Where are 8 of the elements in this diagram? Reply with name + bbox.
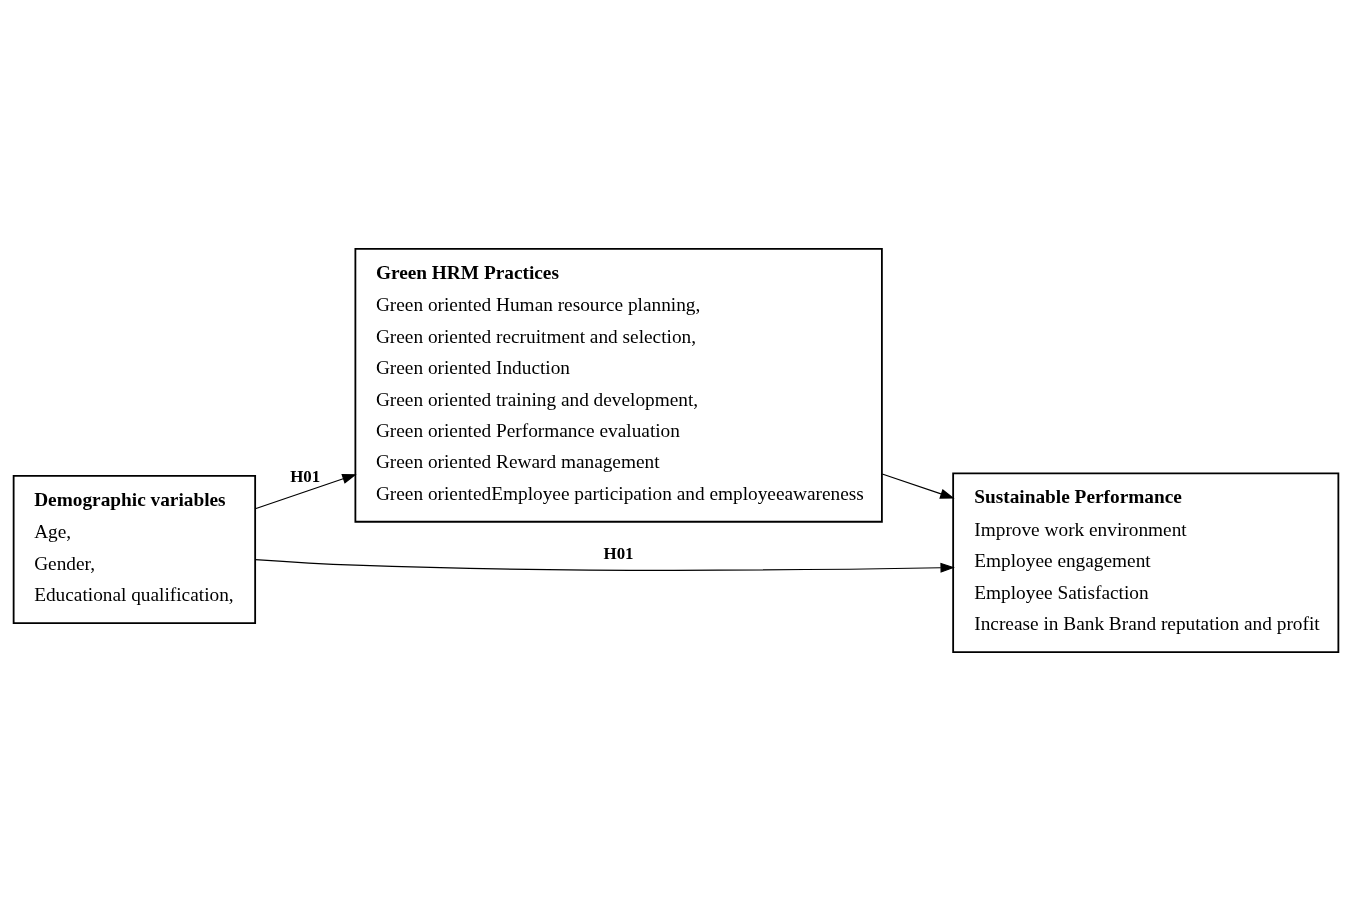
- arrow: [254, 473, 357, 509]
- node-box: Demographic variables Age, Gender, Educational qualification,: [12, 474, 257, 624]
- node-box: Green HRM Practices Green oriented Human resource planning, Green oriented recruitment and selection, Green oriented Induction Green oriented training and development, Green oriented Performance evaluation Green oriented Reward management Green orientedEmployee participation and employeeawareness: [354, 247, 883, 523]
- edge-label: H01: [603, 543, 634, 563]
- arrow: [881, 472, 955, 499]
- node-box: Sustainable Performance Improve work environment Employee engagement Employee Satisfaction Increase in Bank Brand reputation and profit: [952, 472, 1340, 653]
- edge-label: H01: [290, 466, 321, 486]
- arrow: [254, 558, 955, 573]
